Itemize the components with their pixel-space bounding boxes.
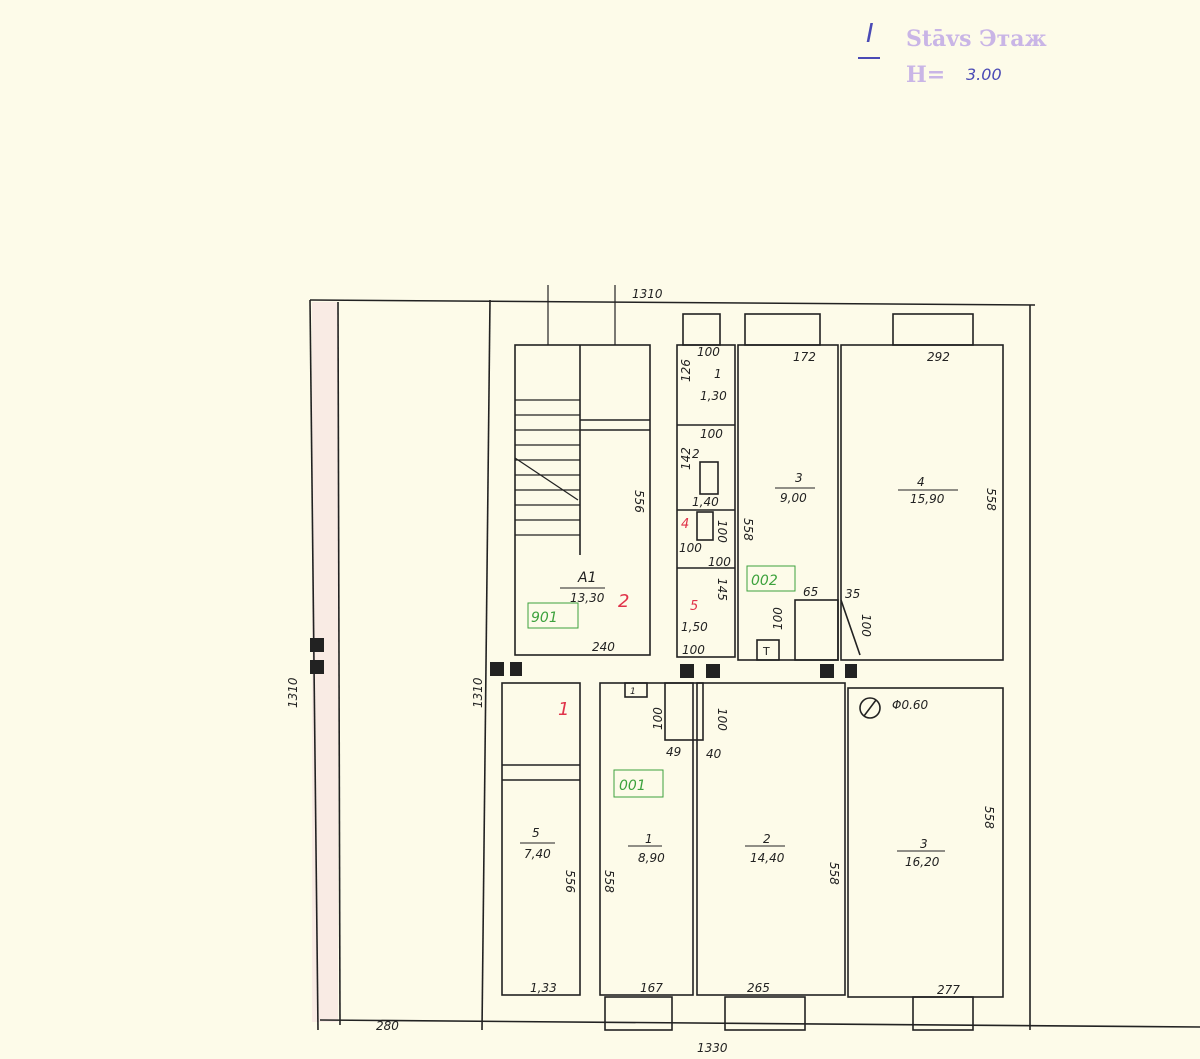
building-walls	[309, 285, 1200, 1031]
room-mark: 1	[558, 699, 569, 720]
dim: 100	[700, 427, 723, 441]
chimney-note: Φ0.60	[892, 698, 929, 712]
room-number: 3	[920, 837, 928, 851]
room-number: 4	[681, 517, 689, 532]
dim: 145	[715, 578, 729, 601]
dim: 558	[984, 488, 998, 511]
room-area: 1,50	[681, 620, 708, 634]
dim-left: 1310	[286, 677, 300, 708]
stove-symbol: T	[762, 645, 770, 658]
dim: 240	[592, 640, 615, 654]
room-area: 7,40	[524, 847, 551, 861]
dim: 100	[715, 520, 729, 543]
floor-label: Stāvs Этаж	[906, 26, 1047, 52]
room-number: 2	[692, 447, 700, 461]
room-area: 8,90	[638, 851, 665, 865]
room-number: A1	[577, 570, 596, 586]
room-area: 14,40	[750, 851, 785, 865]
room-area: 1,30	[700, 389, 727, 403]
apartment-code-box	[746, 565, 796, 592]
dim: 556	[632, 490, 646, 513]
dim: 49	[666, 745, 681, 759]
height-value: 3.00	[966, 65, 1002, 84]
room-number: 2	[763, 832, 771, 846]
dim: 126	[679, 359, 693, 382]
apartment-code: 901	[531, 610, 558, 626]
dim: 558	[602, 870, 616, 893]
dim: 100	[859, 614, 873, 637]
dim: 142	[679, 447, 693, 470]
dim-top: 1310	[632, 287, 663, 301]
dim: 558	[827, 862, 841, 885]
dim: 172	[793, 350, 816, 364]
dim: 40	[706, 747, 722, 761]
dim: 167	[640, 981, 663, 995]
dim: 558	[982, 806, 996, 829]
room-area: 1,40	[692, 495, 719, 509]
apartment-code: 002	[751, 573, 778, 589]
dim: 35	[845, 587, 860, 601]
dim: 100	[679, 541, 702, 555]
dim: 556	[563, 870, 577, 893]
room-number: 3	[795, 471, 803, 485]
room-number: 5	[690, 599, 698, 614]
height-label: H=	[906, 62, 945, 88]
dim: 100	[715, 708, 729, 731]
dim-bottom-left: 280	[376, 1019, 399, 1033]
dim: 277	[937, 983, 960, 997]
dim: 292	[927, 350, 950, 364]
room-area: 9,00	[780, 491, 807, 505]
room-mark: 2	[618, 591, 629, 612]
dim: 100	[682, 643, 705, 657]
room-number: 1	[645, 832, 653, 846]
room-number: 1	[714, 367, 722, 381]
meter-symbol: 1	[630, 687, 636, 697]
room-number: 4	[917, 475, 925, 489]
dim: 100	[708, 555, 731, 569]
dim-bottom: 1330	[697, 1041, 728, 1055]
dim-inner-left: 1310	[471, 677, 485, 708]
dim: 265	[747, 981, 770, 995]
dim: 65	[803, 585, 818, 599]
dim: 100	[651, 707, 665, 730]
room-area: 16,20	[905, 855, 940, 869]
dim: 100	[771, 607, 785, 630]
room-area: 15,90	[910, 492, 945, 506]
dim: 558	[741, 518, 755, 541]
ventilation-markers	[310, 638, 857, 678]
floor-number: I	[866, 19, 874, 49]
apartment-code-box	[613, 769, 664, 798]
room-number: 5	[532, 826, 540, 840]
apartment-code-box	[527, 602, 579, 629]
dim: 1,33	[530, 981, 557, 995]
dim: 100	[697, 345, 720, 359]
room-area: 13,30	[570, 591, 605, 605]
apartment-code: 001	[619, 778, 646, 794]
